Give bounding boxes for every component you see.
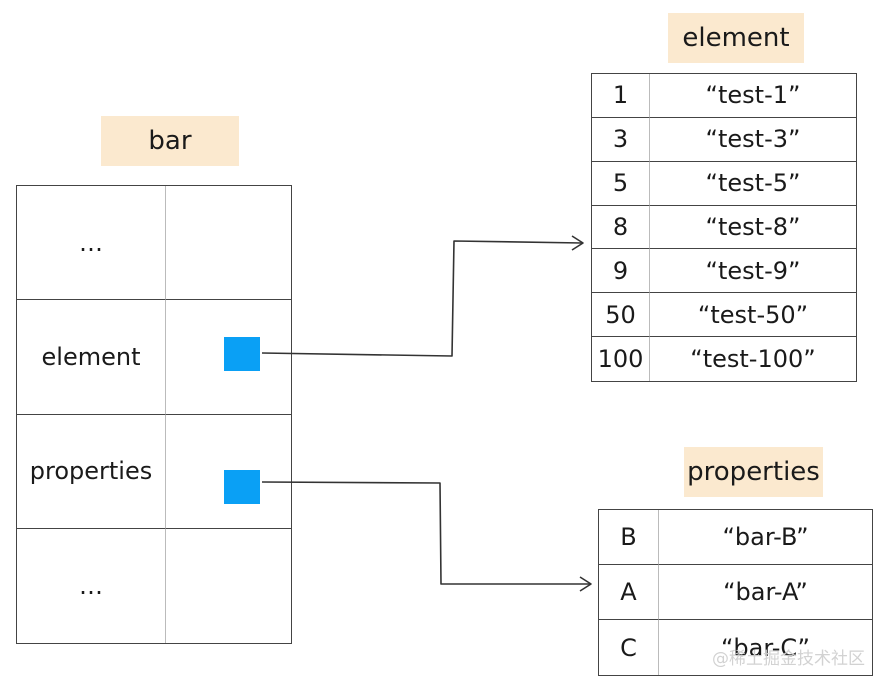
properties-title: properties bbox=[684, 447, 823, 497]
element-title: element bbox=[668, 13, 804, 63]
properties-row-2-key: C bbox=[599, 620, 659, 675]
element-row-1-index: 3 bbox=[592, 117, 650, 162]
element-title-text: element bbox=[682, 23, 790, 53]
properties-row-2-value: “bar-C” bbox=[720, 633, 810, 662]
element-row-0-value: “test-1” bbox=[650, 74, 856, 118]
properties-row-0-value: “bar-B” bbox=[659, 510, 872, 565]
properties-row-0-key: B bbox=[599, 510, 659, 565]
element-connector bbox=[261, 240, 583, 357]
properties-arrowhead bbox=[579, 576, 592, 592]
bar-row-1-value bbox=[166, 300, 291, 415]
element-row-1-value: “test-3” bbox=[650, 118, 856, 162]
bar-title-text: bar bbox=[148, 126, 192, 156]
element-row-3-index: 8 bbox=[592, 205, 650, 250]
bar-object-table: … element properties … bbox=[16, 185, 292, 644]
element-row-6-index: 100 bbox=[592, 337, 650, 381]
bar-row-2-key: properties bbox=[17, 414, 166, 529]
bar-row-2-value bbox=[166, 415, 291, 529]
element-pointer bbox=[224, 337, 260, 371]
element-row-5-index: 50 bbox=[592, 293, 650, 338]
element-row-4-value: “test-9” bbox=[650, 249, 856, 294]
element-row-2-value: “test-5” bbox=[650, 162, 856, 206]
element-row-6-value: “test-100” bbox=[690, 345, 816, 374]
properties-table: B “bar-B” A “bar-A” C “bar-C” bbox=[598, 509, 873, 676]
element-row-3-value: “test-8” bbox=[650, 206, 856, 250]
properties-title-text: properties bbox=[687, 457, 820, 487]
element-arrowhead bbox=[571, 235, 584, 251]
element-row-0-index: 1 bbox=[592, 74, 650, 118]
bar-row-0-value bbox=[166, 186, 291, 301]
properties-row-1-key: A bbox=[599, 565, 659, 620]
element-row-2-index: 5 bbox=[592, 161, 650, 206]
properties-row-1-value: “bar-A” bbox=[659, 565, 872, 620]
bar-row-3-key: … bbox=[17, 528, 166, 643]
properties-pointer bbox=[224, 470, 260, 504]
element-table: 1 “test-1” 3 “test-3” 5 “test-5” 8 “test… bbox=[591, 73, 857, 382]
element-row-5-value: “test-50” bbox=[650, 293, 856, 338]
element-row-4-index: 9 bbox=[592, 249, 650, 294]
watermark: @稀土掘金技术社区 bbox=[712, 649, 865, 669]
bar-title: bar bbox=[101, 116, 239, 166]
bar-row-0-key: … bbox=[17, 186, 166, 301]
properties-connector bbox=[261, 481, 590, 585]
bar-row-1-key: element bbox=[17, 300, 166, 415]
